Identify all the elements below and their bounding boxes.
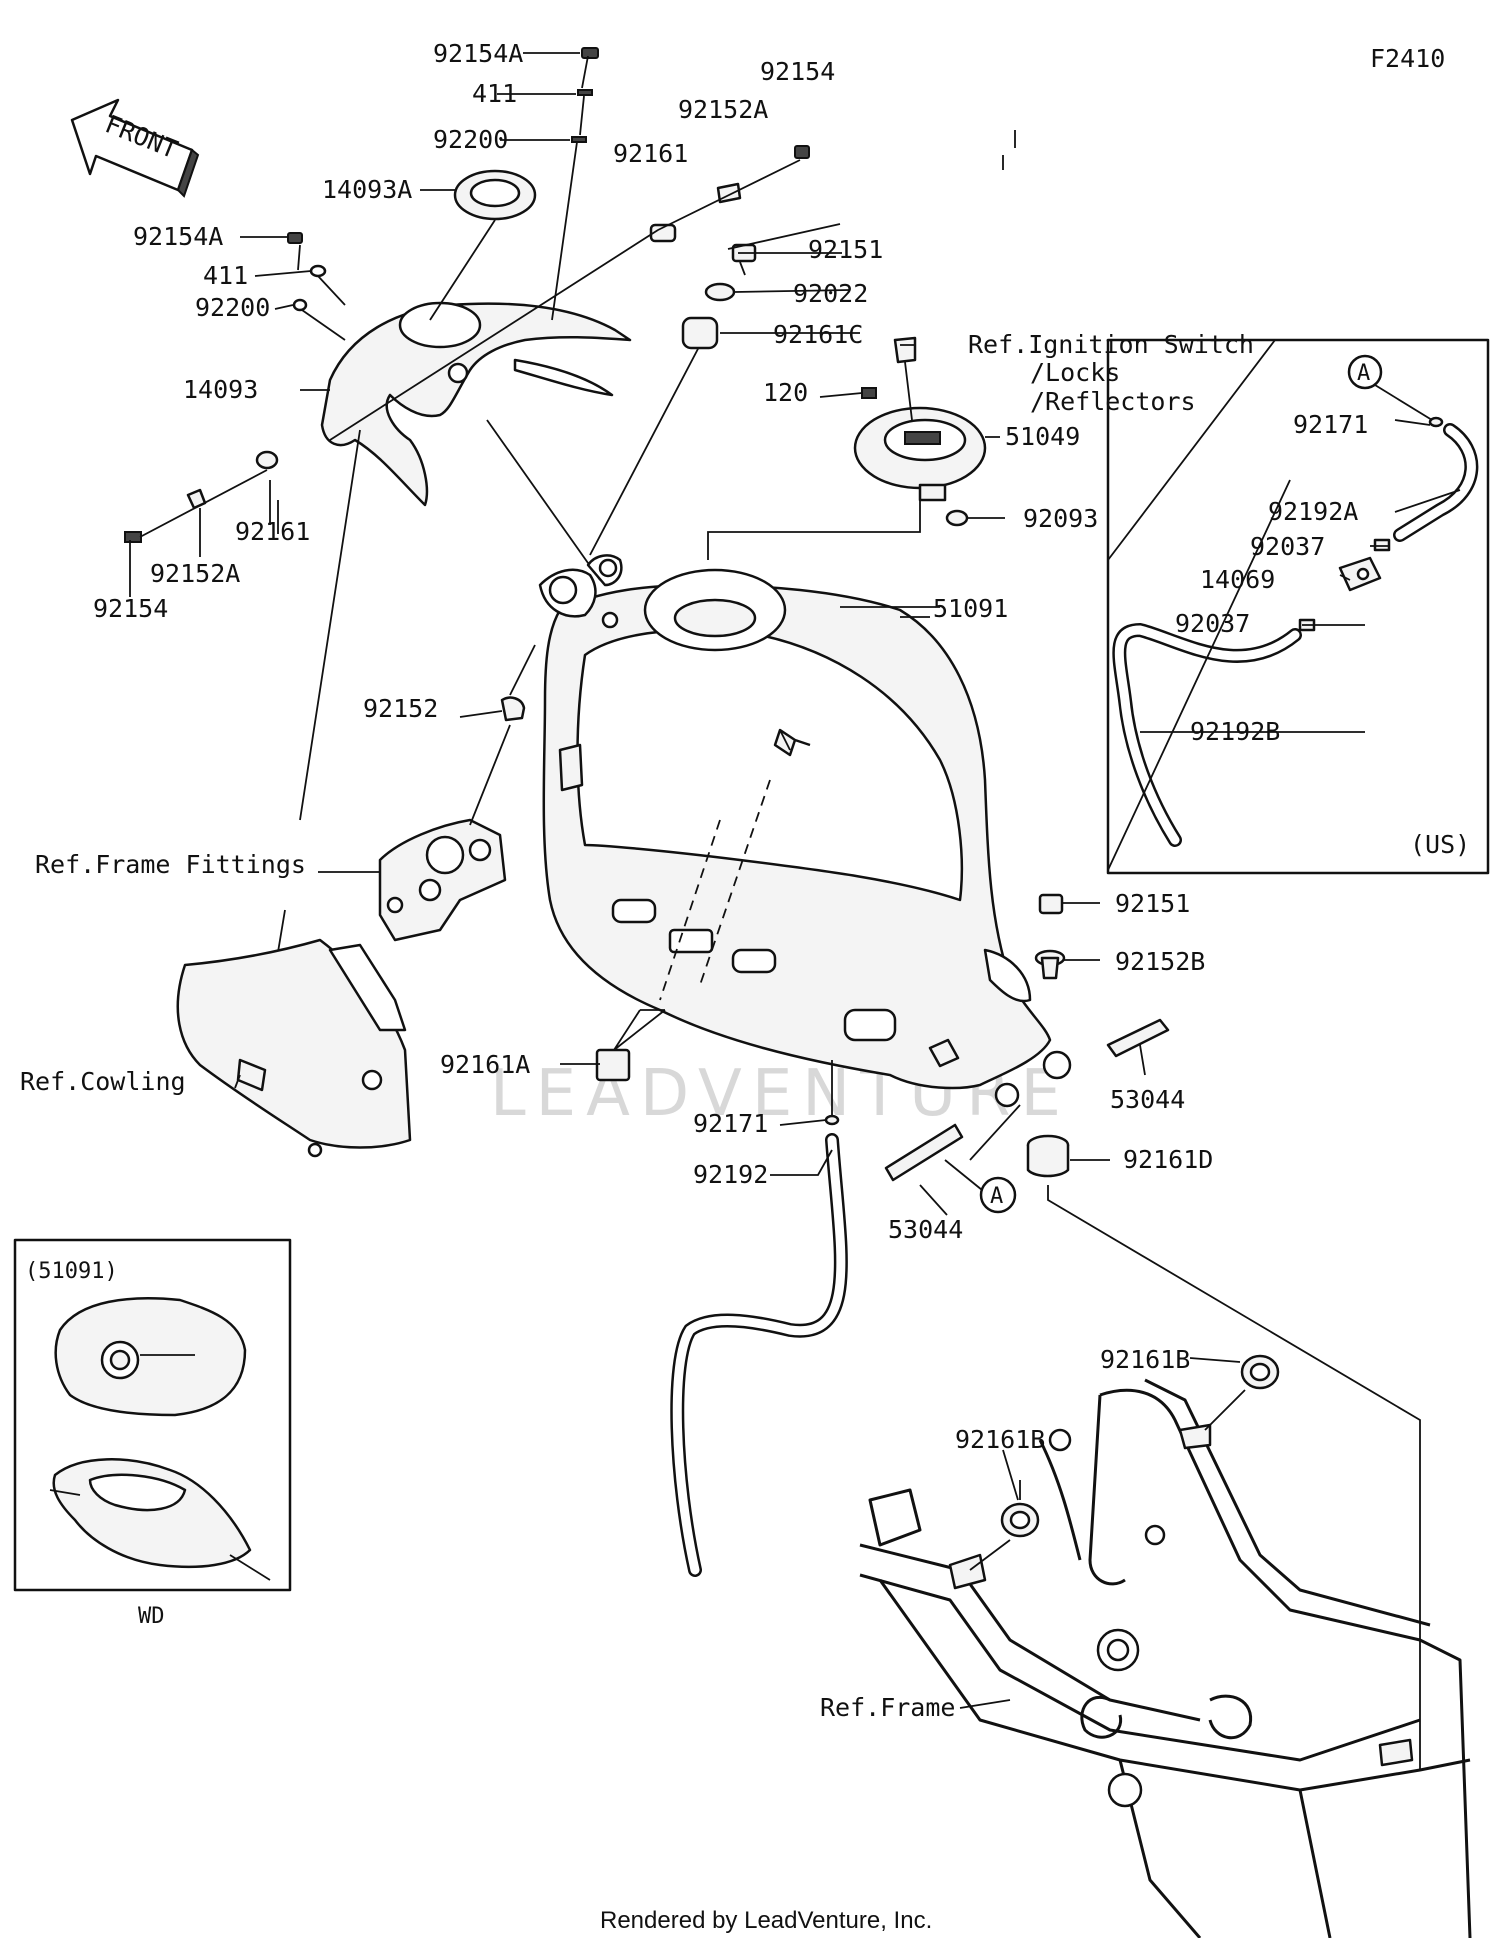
callout-92161b-right: 92161B xyxy=(1100,1345,1190,1374)
us-callout-92192a: 92192A xyxy=(1268,497,1358,526)
callout-14093a: 14093A xyxy=(322,175,412,204)
grommet-92161b-right xyxy=(1240,1354,1280,1390)
callout-92093: 92093 xyxy=(1023,504,1098,533)
us-callout-92037-a: 92037 xyxy=(1250,532,1325,561)
ref-ignition-line3: /Reflectors xyxy=(1030,387,1196,416)
us-callout-14069: 14069 xyxy=(1200,565,1275,594)
svg-text:A: A xyxy=(990,1184,1003,1209)
grommet-92161b-left xyxy=(1000,1502,1040,1538)
callout-92151-top: 92151 xyxy=(808,235,883,264)
callout-120: 120 xyxy=(763,378,808,407)
ref-frame: Ref.Frame xyxy=(820,1693,955,1722)
svg-text:A: A xyxy=(1357,361,1370,386)
us-callout-92037-b: 92037 xyxy=(1175,609,1250,638)
callout-92161-left: 92161 xyxy=(235,517,310,546)
callout-92161c: 92161C xyxy=(773,320,863,349)
grommet-92152 xyxy=(500,696,526,722)
callout-92161b-left: 92161B xyxy=(955,1425,1045,1454)
us-region-label: (US) xyxy=(1410,830,1470,859)
cap-92093 xyxy=(945,509,969,527)
fuel-tank-51091 xyxy=(538,554,1072,1108)
clip-92171 xyxy=(824,1114,840,1126)
ring-14093a xyxy=(453,169,537,221)
small-hardware xyxy=(124,47,810,543)
figure-code: F2410 xyxy=(1370,44,1445,73)
screw-120 xyxy=(861,387,877,399)
svg-text:(51091): (51091) xyxy=(25,1259,118,1284)
cowling-ref xyxy=(176,938,412,1158)
callout-51091: 51091 xyxy=(933,594,1008,623)
callout-92151-mid: 92151 xyxy=(1115,889,1190,918)
ref-ignition-nut xyxy=(893,336,917,364)
callout-53044-bottom: 53044 xyxy=(888,1215,963,1244)
marker-a-icon: A xyxy=(979,1176,1017,1214)
washer-92022 xyxy=(704,282,736,302)
footer-credit: Rendered by LeadVenture, Inc. xyxy=(600,1907,932,1934)
frame-ref xyxy=(859,1378,1472,1938)
ref-ignition-line2: /Locks xyxy=(1030,358,1120,387)
callout-92154-left: 92154 xyxy=(93,594,168,623)
callout-92154-right: 92154 xyxy=(760,57,835,86)
ref-frame-fittings: Ref.Frame Fittings xyxy=(35,850,306,879)
frame-fittings-bracket xyxy=(378,818,507,942)
svg-text:WD: WD xyxy=(138,1604,165,1629)
ref-cowling: Ref.Cowling xyxy=(20,1067,186,1096)
callout-92022: 92022 xyxy=(793,279,868,308)
grommet-92161d xyxy=(1026,1134,1070,1178)
callout-14093: 14093 xyxy=(183,375,258,404)
callout-92171: 92171 xyxy=(693,1109,768,1138)
callout-51049: 51049 xyxy=(1005,422,1080,451)
front-arrow-icon: FRONT xyxy=(70,98,200,198)
callout-92161a: 92161A xyxy=(440,1050,530,1079)
cover-14093 xyxy=(320,301,632,507)
screw-92151-mid xyxy=(1038,893,1064,915)
us-callout-92171: 92171 xyxy=(1293,410,1368,439)
grommet-92161c xyxy=(681,316,719,350)
callout-92154a-top: 92154A xyxy=(433,39,523,68)
cap-51049 xyxy=(853,406,987,502)
callout-92152a-right: 92152A xyxy=(678,95,768,124)
callout-92152b: 92152B xyxy=(1115,947,1205,976)
hose-92192 xyxy=(670,1133,848,1577)
callout-92154a-left: 92154A xyxy=(133,222,223,251)
callout-92161d: 92161D xyxy=(1123,1145,1213,1174)
callout-53044-right: 53044 xyxy=(1110,1085,1185,1114)
rod-53044-bottom xyxy=(884,1123,964,1182)
pad-92161a xyxy=(595,1048,631,1082)
callout-92200-top: 92200 xyxy=(433,125,508,154)
callout-411-left: 411 xyxy=(203,261,248,290)
rod-53044-right xyxy=(1106,1018,1170,1058)
callout-411-top: 411 xyxy=(472,79,517,108)
callout-92161-right: 92161 xyxy=(613,139,688,168)
variant-box: (51091) WD xyxy=(13,1238,292,1629)
ref-ignition-line1: Ref.Ignition Switch xyxy=(968,330,1254,359)
callout-92152a-left: 92152A xyxy=(150,559,240,588)
callout-92192: 92192 xyxy=(693,1160,768,1189)
callout-92152: 92152 xyxy=(363,694,438,723)
callout-92200-left: 92200 xyxy=(195,293,270,322)
us-callout-92192b: 92192B xyxy=(1190,717,1280,746)
us-detail-box: A xyxy=(1106,338,1490,875)
